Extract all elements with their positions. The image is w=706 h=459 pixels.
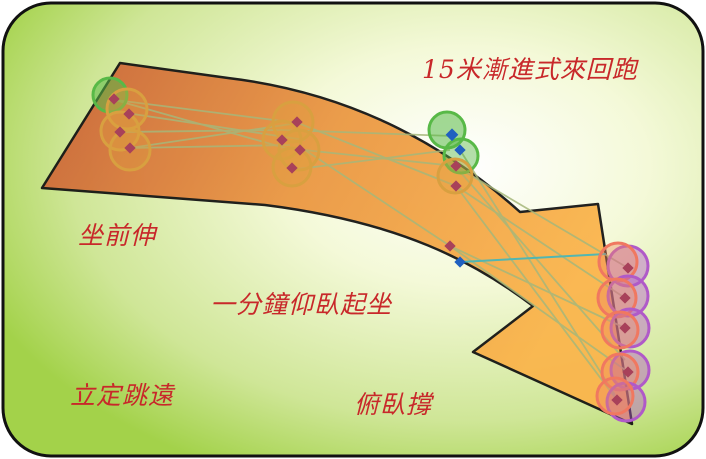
label-sit-and-reach: 坐前伸 <box>78 216 156 252</box>
label-standing-long-jump: 立定跳遠 <box>70 376 174 412</box>
node-orange <box>602 312 638 348</box>
label-shuttle-run: 15米漸進式來回跑 <box>422 50 638 86</box>
label-push-ups: 俯臥撐 <box>354 385 432 421</box>
node-orange <box>597 378 633 414</box>
label-sit-ups: 一分鐘仰臥起坐 <box>210 285 392 321</box>
